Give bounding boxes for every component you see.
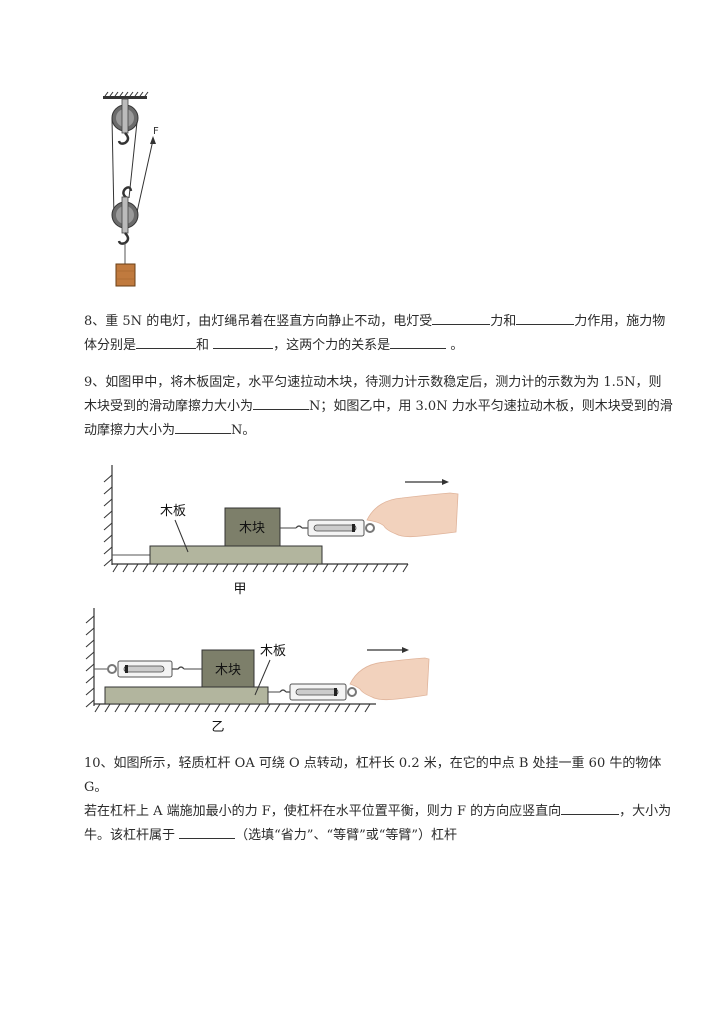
question-text: （选填“省力”、“等臂”或“等臂”）杠杆: [235, 828, 458, 843]
question-text: N；如图乙中，用 3.0N 力水平匀速拉动木板，则木块受到的滑: [309, 399, 673, 414]
question-number: 9、: [84, 375, 106, 390]
question-text: 木块受到的滑动摩擦力大小为: [84, 399, 254, 414]
answer-blank[interactable]: [179, 824, 236, 839]
friction-figure-jia: 木块 木板 甲: [103, 465, 459, 597]
question-text: 和: [196, 338, 210, 353]
answer-blank[interactable]: [561, 800, 620, 815]
answer-blank[interactable]: [516, 310, 575, 325]
board-label: 木板: [260, 644, 286, 659]
question-text: 重 5N 的电灯，由灯绳吊着在竖直方向静止不动，电灯受: [105, 314, 433, 329]
question-text: 。: [450, 338, 464, 353]
question-text: 动摩擦力大小为: [84, 423, 176, 438]
question-10: 10、如图所示，轻质杠杆 OA 可绕 O 点转动，杠杆长 0.2 米，在它的中点…: [84, 752, 684, 848]
board-label: 木板: [160, 504, 186, 519]
question-text: 体分别是: [84, 338, 137, 353]
answer-blank[interactable]: [432, 310, 491, 325]
question-text: 牛。该杠杆属于: [84, 828, 176, 843]
question-text: 力作用，施力物: [574, 314, 666, 329]
force-label: F: [153, 126, 159, 137]
figure-caption: 乙: [211, 720, 224, 735]
question-text: 如图甲中，将木板固定，水平匀速拉动木块，待测力计示数稳定后，测力计的示数为为 1…: [105, 375, 662, 390]
answer-blank[interactable]: [253, 395, 310, 410]
question-number: 8、: [84, 314, 106, 329]
block-label: 木块: [239, 521, 265, 536]
answer-blank[interactable]: [390, 334, 447, 349]
question-text: ，这两个力的关系是: [273, 338, 391, 353]
friction-figure-yi: 木块 木板 乙: [85, 608, 430, 735]
answer-blank[interactable]: [136, 334, 197, 349]
question-text: 如图所示，轻质杠杆 OA 可绕 O 点转动，杠杆长 0.2 米，在它的中点 B …: [84, 756, 662, 795]
question-text: N。: [231, 423, 256, 438]
figure-caption: 甲: [233, 582, 246, 597]
question-8: 8、重 5N 的电灯，由灯绳吊着在竖直方向静止不动，电灯受 力和 力作用，施力物 体…: [84, 310, 684, 358]
answer-blank[interactable]: [175, 419, 232, 434]
question-number: 10、: [84, 756, 114, 771]
question-text: 若在杠杆上 A 端施加最小的力 F，使杠杆在水平位置平衡，则力 F 的方向应竖直…: [84, 804, 562, 819]
answer-blank[interactable]: [213, 334, 274, 349]
question-9: 9、如图甲中，将木板固定，水平匀速拉动木块，待测力计示数稳定后，测力计的示数为为…: [84, 371, 684, 443]
question-text: 力和: [490, 314, 517, 329]
question-text: ，大小为: [619, 804, 672, 819]
pulley-system-figure: F: [103, 91, 159, 287]
block-label: 木块: [215, 663, 241, 678]
